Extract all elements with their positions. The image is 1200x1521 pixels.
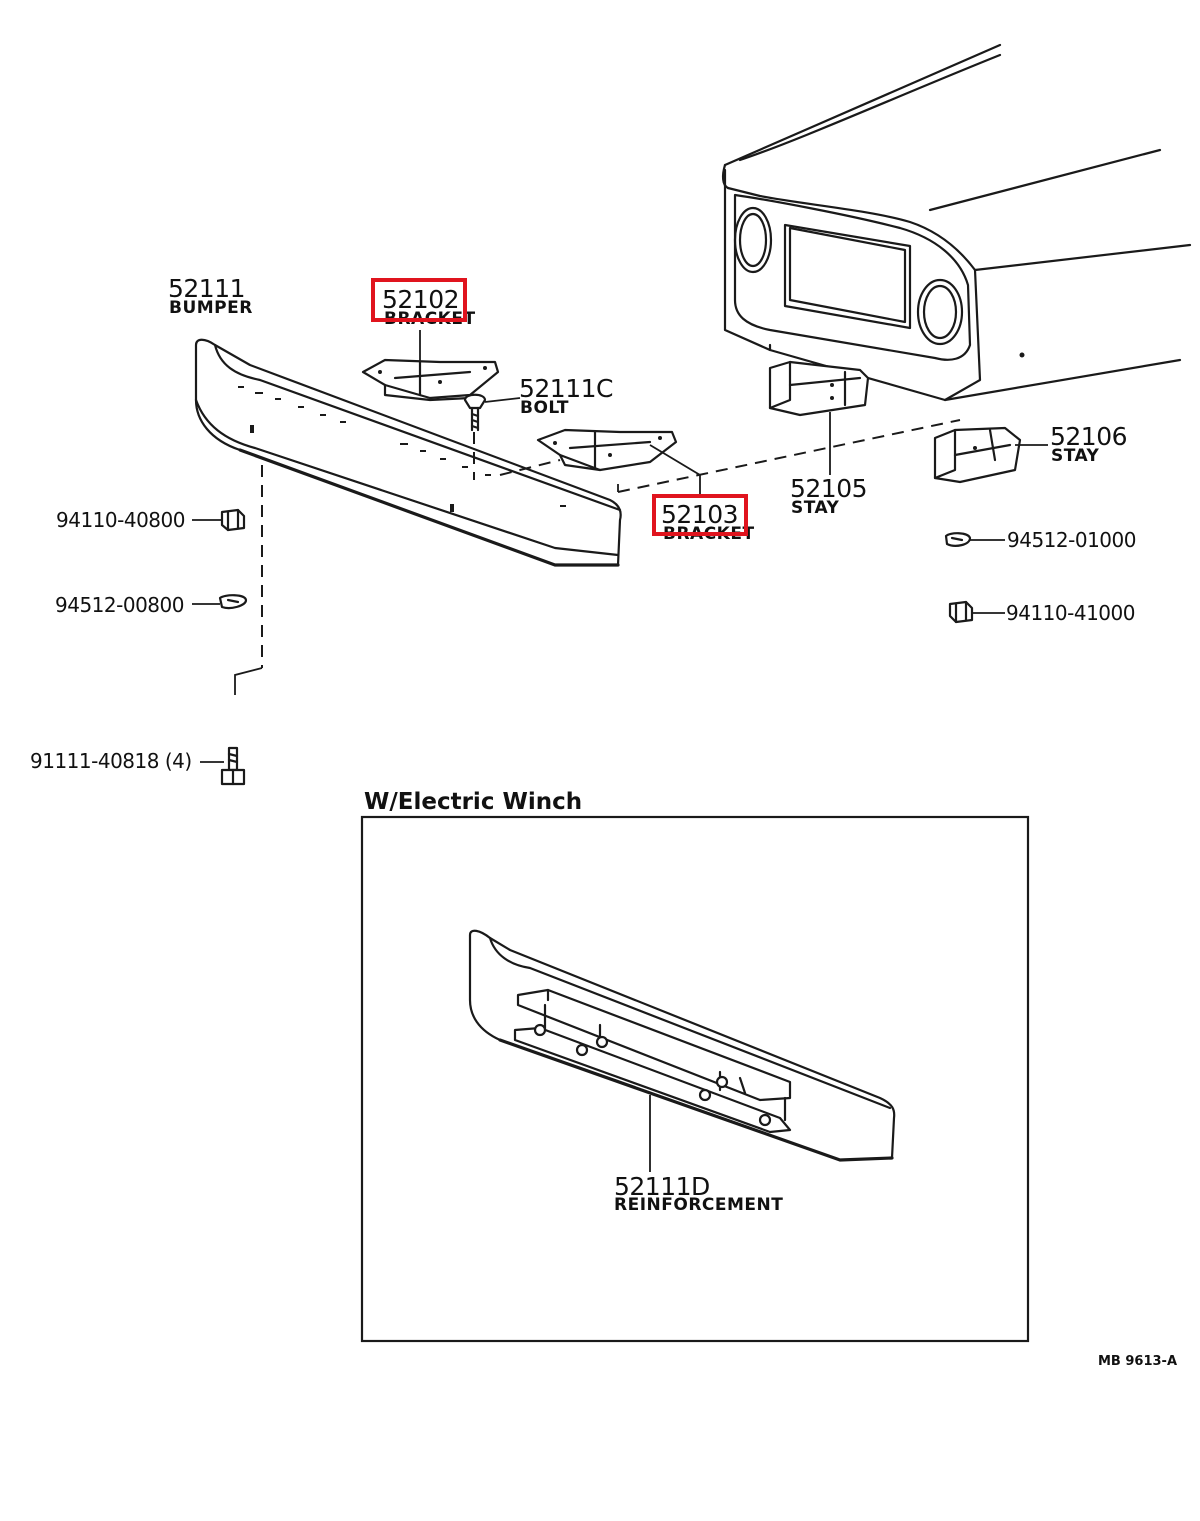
part-name-stay-52105: STAY bbox=[791, 498, 840, 518]
hardware-washer-right: 94512-01000 bbox=[1007, 528, 1136, 552]
hardware-left bbox=[192, 508, 248, 786]
stay-52105-drawing bbox=[768, 360, 870, 475]
hardware-washer-left: 94512-00800 bbox=[55, 593, 184, 617]
part-number-stay-52105: 52105 bbox=[790, 474, 868, 503]
highlight-box-52103 bbox=[652, 494, 748, 536]
part-name-bumper: BUMPER bbox=[169, 298, 253, 318]
highlight-box-52102 bbox=[371, 278, 467, 322]
bolt-52111c-drawing bbox=[463, 393, 521, 480]
part-name-stay-52106: STAY bbox=[1051, 446, 1100, 466]
hardware-bolt-left: 91111-40818 (4) bbox=[30, 749, 192, 773]
assembly-lines bbox=[234, 419, 961, 695]
drawing-code: MB 9613-A bbox=[1098, 1354, 1178, 1369]
hardware-right bbox=[944, 532, 1005, 624]
part-number-reinforcement: 52111D bbox=[614, 1172, 710, 1201]
part-name-bolt: BOLT bbox=[520, 398, 570, 418]
stay-52106-drawing bbox=[933, 426, 1048, 484]
part-number-stay-52106: 52106 bbox=[1050, 422, 1128, 451]
hardware-nut-left: 94110-40800 bbox=[56, 508, 185, 532]
part-name-reinforcement: REINFORCEMENT bbox=[614, 1195, 784, 1215]
bracket-52102-drawing bbox=[361, 330, 500, 402]
part-number-bracket-52102: 52102 bbox=[382, 285, 460, 314]
hardware-nut-right: 94110-41000 bbox=[1006, 601, 1135, 625]
part-number-bolt: 52111C bbox=[519, 374, 614, 403]
part-number-bumper: 52111 bbox=[168, 274, 246, 303]
vehicle-body bbox=[721, 43, 1192, 402]
inset-winch-box bbox=[360, 815, 1030, 1343]
part-number-bracket-52103: 52103 bbox=[661, 500, 739, 529]
bumper-drawing bbox=[194, 338, 622, 567]
inset-title: W/Electric Winch bbox=[364, 789, 583, 815]
